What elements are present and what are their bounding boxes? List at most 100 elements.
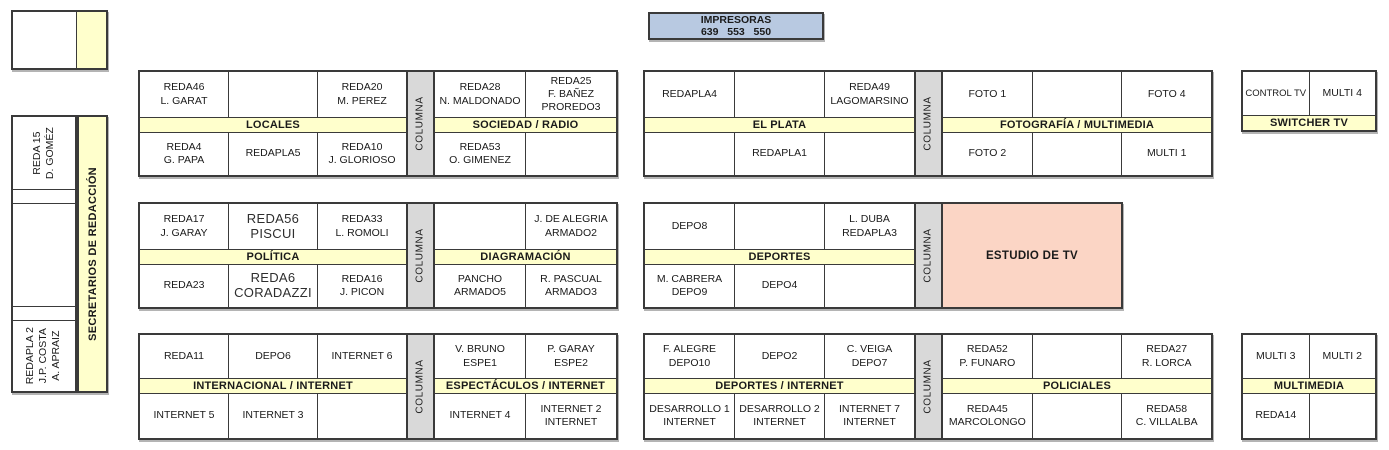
desk-cell: INTERNET 7 INTERNET — [838, 402, 901, 428]
desk-cell — [1310, 394, 1376, 438]
corner-box-yellow — [76, 12, 106, 68]
desk-cell: DEPO2 — [735, 335, 825, 378]
desk-cell — [825, 265, 914, 307]
desk-cell: C. VEIGA DEPO7 — [846, 343, 893, 369]
group-deportes: DEPO8 L. DUBA REDAPLA3 DEPORTES M. CABRE… — [643, 202, 916, 309]
section-header-multimedia: MULTIMEDIA — [1243, 378, 1375, 394]
desk-cell: FOTO 4 — [1147, 87, 1186, 100]
secretarios-de-redaccion-strip: SECRETARIOS DE REDACCIÓN — [77, 115, 108, 393]
desk-cell — [526, 133, 616, 175]
columna-strip: COLUMNA — [406, 70, 435, 177]
columna-label: COLUMNA — [923, 96, 934, 151]
desk-cell — [1033, 72, 1123, 117]
desk-cell: FOTO 1 — [943, 72, 1033, 117]
desk-cell: REDAPLA 2 J.P. COSTA A. APRAIZ — [13, 320, 75, 391]
columna-strip: COLUMNA — [914, 70, 943, 177]
desk-cell: REDA58 C. VILLALBA — [1135, 402, 1198, 428]
desk-cell: MULTI 1 — [1146, 147, 1187, 160]
desk-cell: REDA23 — [140, 265, 229, 307]
desk-cell: CONTROL TV — [1243, 72, 1310, 115]
section-header-deportes-internet: DEPORTES / INTERNET — [645, 378, 914, 394]
desk-cell: REDA52 P. FUNARO — [943, 335, 1033, 378]
section-header-diagramacion: DIAGRAMACIÓN — [435, 249, 616, 265]
secretarios-label: SECRETARIOS DE REDACCIÓN — [86, 167, 99, 341]
desk-cell: MULTI 3 — [1243, 335, 1310, 378]
desk-cell: PANCHO ARMADO5 — [435, 265, 526, 307]
columna-strip: COLUMNA — [914, 333, 943, 440]
desk-cell — [1033, 133, 1123, 175]
impresoras-numbers: 639 553 550 — [700, 26, 772, 38]
estudio-de-tv-area: ESTUDIO DE TV — [941, 202, 1123, 309]
corner-box-white — [13, 12, 76, 68]
desk-cell: REDAPLA1 — [735, 133, 825, 175]
columna-strip: COLUMNA — [406, 333, 435, 440]
desk-cell: REDA46 L. GARAT — [140, 72, 229, 117]
desk-cell: REDA56 PISCUI — [229, 204, 318, 249]
section-header-sociedad-radio: SOCIEDAD / RADIO — [435, 117, 616, 133]
desk-cell: DEPO8 — [645, 204, 735, 249]
desk-cell — [1033, 335, 1123, 378]
group-espectaculos-internet: V. BRUNO ESPE1 P. GARAY ESPE2 ESPECTÁCUL… — [433, 333, 618, 440]
desk-cell: INTERNET 2 INTERNET — [540, 402, 602, 428]
group-fotografia-multimedia: FOTO 1 FOTO 4 FOTOGRAFÍA / MULTIMEDIA FO… — [941, 70, 1213, 177]
group-deportes-internet: F. ALEGRE DEPO10 DEPO2 C. VEIGA DEPO7 DE… — [643, 333, 916, 440]
section-header-fotografia-multimedia: FOTOGRAFÍA / MULTIMEDIA — [943, 117, 1211, 133]
desk-cell: M. CABRERA DEPO9 — [645, 265, 735, 307]
desk-cell — [645, 133, 735, 175]
desk-cell: REDA4 G. PAPA — [140, 133, 229, 175]
desk-cell: REDA10 J. GLORIOSO — [328, 140, 396, 166]
desk-cell: REDA17 J. GARAY — [140, 204, 229, 249]
group-sociedad-radio: REDA28 N. MALDONADO REDA25 F. BAÑEZ PROR… — [433, 70, 618, 177]
desk-cell — [735, 204, 825, 249]
desk-cell: FOTO 2 — [943, 133, 1033, 175]
desk-cell: INTERNET 6 — [331, 349, 393, 362]
columna-strip: COLUMNA — [406, 202, 435, 309]
section-header-switcher-tv: SWITCHER TV — [1243, 115, 1375, 130]
desk-cell: INTERNET 4 — [435, 394, 526, 438]
section-header-deportes: DEPORTES — [645, 249, 914, 265]
group-politica: REDA17 J. GARAY REDA56 PISCUI REDA33 L. … — [138, 202, 408, 309]
desk-cell — [318, 394, 406, 438]
desk-cell: REDA6 CORADAZZI — [229, 265, 318, 307]
desk-cell: MULTI 4 — [1322, 86, 1362, 99]
desk-cell: INTERNET 5 — [140, 394, 229, 438]
impresoras-title: IMPRESORAS — [700, 14, 772, 26]
columna-label: COLUMNA — [923, 359, 934, 414]
desk-cell: REDA45 MARCOLONGO — [943, 394, 1033, 438]
desk-cell — [13, 203, 75, 306]
desk-cell — [435, 204, 526, 249]
columna-label: COLUMNA — [415, 228, 426, 283]
section-header-espectaculos-internet: ESPECTÁCULOS / INTERNET — [435, 378, 616, 394]
desk-cell: REDA20 M. PEREZ — [337, 81, 387, 107]
desk-cell: REDA16 J. PICON — [339, 272, 385, 298]
desk-cell — [13, 306, 75, 320]
desk-cell: REDA28 N. MALDONADO — [435, 72, 526, 117]
desk-label: REDA 15 D. GOMÉZ — [30, 127, 56, 179]
left-desk-column: REDA 15 D. GOMÉZ REDAPLA 2 J.P. COSTA A.… — [11, 115, 77, 393]
columna-label: COLUMNA — [415, 96, 426, 151]
group-el-plata: REDAPLA4 REDA49 LAGOMARSINO EL PLATA RED… — [643, 70, 916, 177]
columna-strip: COLUMNA — [914, 202, 943, 309]
group-locales: REDA46 L. GARAT REDA20 M. PEREZ LOCALES … — [138, 70, 408, 177]
desk-cell: DEPO4 — [735, 265, 825, 307]
desk-cell: J. DE ALEGRIA ARMADO2 — [534, 213, 608, 239]
desk-cell: REDA14 — [1243, 394, 1310, 438]
desk-cell — [229, 72, 318, 117]
corner-box — [11, 10, 108, 70]
columna-label: COLUMNA — [415, 359, 426, 414]
desk-cell: R. PASCUAL ARMADO3 — [540, 272, 602, 298]
desk-cell: DEPO6 — [229, 335, 318, 378]
desk-cell: INTERNET 3 — [229, 394, 318, 438]
desk-cell: REDAPLA4 — [645, 72, 735, 117]
section-header-politica: POLÍTICA — [140, 249, 406, 265]
desk-cell — [825, 133, 914, 175]
section-header-locales: LOCALES — [140, 117, 406, 133]
desk-cell — [1033, 394, 1123, 438]
desk-cell: MULTI 2 — [1322, 349, 1362, 362]
desk-cell: REDA27 R. LORCA — [1141, 343, 1192, 369]
desk-cell: F. ALEGRE DEPO10 — [645, 335, 735, 378]
columna-label: COLUMNA — [923, 228, 934, 283]
desk-cell: REDA49 LAGOMARSINO — [830, 81, 909, 107]
desk-cell: REDA25 F. BAÑEZ PROREDO3 — [541, 74, 601, 114]
